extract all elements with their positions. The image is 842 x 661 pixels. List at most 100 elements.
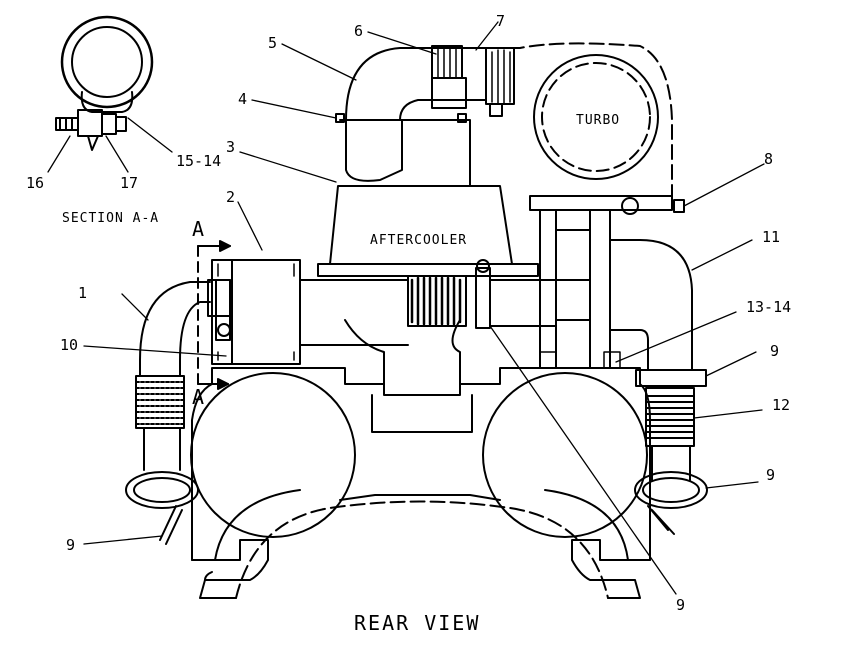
turbocharger bbox=[485, 42, 673, 197]
aftercooler-label: AFTERCOOLER bbox=[370, 233, 467, 248]
section-clamp-block bbox=[77, 109, 103, 137]
turbo-boss bbox=[489, 103, 503, 117]
right-clamp-bolt bbox=[647, 505, 675, 535]
crossover-bellows bbox=[410, 276, 462, 326]
left-foot bbox=[191, 539, 269, 599]
section-marker-bottom: A bbox=[192, 385, 206, 409]
callout-13-14: 13-14 bbox=[746, 298, 791, 316]
block-center-pocket bbox=[371, 394, 473, 433]
leader-9-center-clamp bbox=[489, 325, 677, 595]
elbow-connector bbox=[429, 47, 487, 101]
callout-3: 3 bbox=[226, 138, 235, 156]
aftercooler-body bbox=[329, 185, 513, 265]
turbo-outline-dashed bbox=[489, 42, 673, 197]
right-pipe-clamp-inner bbox=[642, 477, 700, 503]
right-elbow-pipe bbox=[609, 239, 693, 371]
callout-labels: 1 2 3 4 5 6 7 8 9 9 9 9 10 11 12 13-14 1… bbox=[26, 12, 791, 635]
bracket-top-plate bbox=[529, 195, 673, 211]
leader-12 bbox=[693, 409, 763, 419]
cutting-arrow-top-head bbox=[219, 240, 231, 252]
leader-13-14 bbox=[615, 311, 737, 363]
section-clamp-tab bbox=[87, 135, 99, 151]
elbow-bolt-right bbox=[457, 113, 467, 123]
section-bolt-head bbox=[115, 116, 127, 132]
section-clamp-band bbox=[80, 91, 134, 113]
crank-sweep-dashed bbox=[235, 500, 609, 599]
top-elbow bbox=[335, 45, 487, 182]
left-foot-fillet bbox=[204, 571, 213, 581]
leader-10 bbox=[83, 345, 227, 357]
right-bellows-ribs bbox=[645, 395, 695, 439]
section-label: SECTION A-A bbox=[62, 211, 159, 226]
left-bellows-ribs bbox=[135, 381, 185, 425]
crossover-pipe bbox=[211, 259, 557, 385]
elbow-coupling bbox=[431, 77, 467, 109]
bracket-foot-bolts bbox=[539, 351, 621, 369]
leader-4 bbox=[251, 99, 337, 119]
left-elbow-flange bbox=[207, 279, 231, 317]
right-cylinder-bore bbox=[482, 372, 648, 538]
leader-11 bbox=[691, 239, 753, 271]
callout-9-right-clamp: 9 bbox=[766, 466, 775, 484]
view-title: REAR VIEW bbox=[354, 611, 480, 635]
right-down-pipe bbox=[651, 445, 691, 481]
section-bolt-thread bbox=[55, 117, 79, 131]
section-clamp-nut bbox=[101, 113, 117, 135]
callout-10: 10 bbox=[60, 336, 78, 354]
leader-9-right-clamp bbox=[705, 481, 759, 489]
right-bracket-and-pipe bbox=[529, 195, 708, 535]
left-down-pipe bbox=[143, 427, 181, 471]
leader-3 bbox=[239, 151, 337, 183]
aftercooler-top bbox=[339, 119, 471, 187]
callout-7: 7 bbox=[496, 12, 505, 30]
leader-6 bbox=[367, 31, 437, 55]
turbo-outlet-fins bbox=[491, 49, 511, 105]
callout-9-left-clamp: 9 bbox=[66, 536, 75, 554]
leader-9-left-clamp bbox=[83, 535, 163, 545]
hose-clamp-ribs bbox=[437, 45, 457, 79]
crankcase-web bbox=[339, 494, 501, 501]
section-marker-top: A bbox=[192, 217, 206, 241]
left-skirt-curve bbox=[214, 489, 301, 561]
engine-block bbox=[190, 367, 651, 599]
callout-16: 16 bbox=[26, 174, 44, 192]
callout-5: 5 bbox=[268, 34, 277, 52]
leader-17 bbox=[105, 135, 129, 173]
bracket-uprights bbox=[539, 209, 611, 369]
leader-5 bbox=[281, 43, 357, 81]
crossover-pipe-right bbox=[489, 279, 557, 327]
crossover-pipe-walls bbox=[299, 279, 409, 346]
turbo-housing-inner bbox=[541, 62, 651, 172]
section-tube-outer bbox=[60, 15, 154, 109]
callout-11: 11 bbox=[762, 228, 780, 246]
flange-bolt-marks bbox=[217, 263, 295, 361]
bracket-hole bbox=[621, 197, 639, 215]
callout-8: 8 bbox=[764, 150, 773, 168]
block-top-edge bbox=[211, 367, 641, 396]
left-clamp-bolt bbox=[159, 505, 183, 545]
aftercooler-assembly bbox=[317, 119, 539, 277]
leader-9-right-flange bbox=[705, 351, 757, 377]
crossover-clamp bbox=[475, 267, 491, 329]
elbow-lower bbox=[345, 119, 403, 182]
right-flange bbox=[635, 369, 707, 387]
section-a-a-detail bbox=[55, 15, 154, 151]
callout-1: 1 bbox=[78, 284, 87, 302]
elbow-tube bbox=[345, 47, 431, 121]
callout-9-right-flange: 9 bbox=[770, 342, 779, 360]
callout-9-center: 9 bbox=[676, 596, 685, 614]
section-tube-inner bbox=[71, 26, 143, 98]
callout-12: 12 bbox=[772, 396, 790, 414]
left-pipe-clamp bbox=[125, 471, 199, 509]
callout-4: 4 bbox=[238, 90, 247, 108]
hose-clamp-top bbox=[431, 45, 463, 79]
left-cylinder-bore bbox=[190, 372, 356, 538]
cutting-arrow-bottom-head bbox=[217, 378, 229, 390]
left-pipe-clamp-inner bbox=[133, 477, 191, 503]
left-elbow-and-bellows bbox=[125, 279, 231, 545]
leader-lines bbox=[47, 21, 765, 595]
right-pipe-clamp bbox=[634, 471, 708, 509]
leader-7 bbox=[475, 21, 499, 51]
